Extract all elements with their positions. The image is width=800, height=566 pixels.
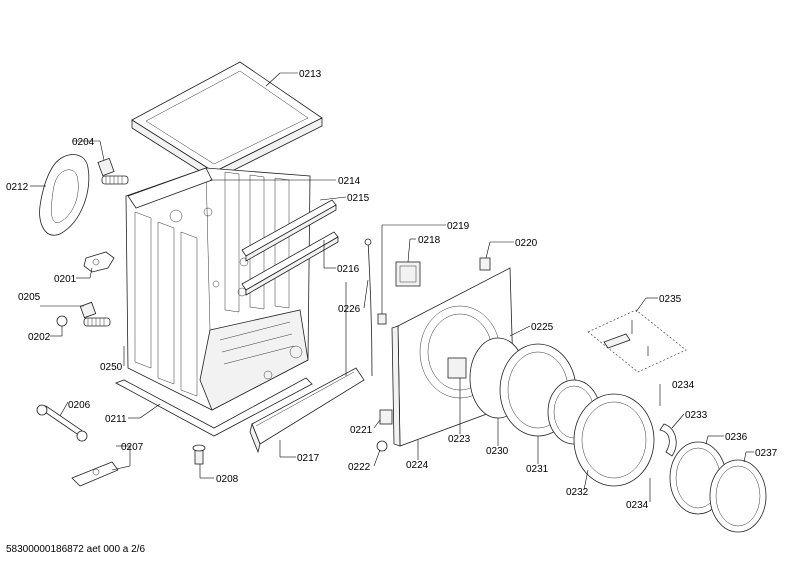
label-0217: 0217 xyxy=(297,453,320,464)
part-0232-door-frame xyxy=(573,393,655,487)
label-0223: 0223 xyxy=(448,434,471,445)
label-0211: 0211 xyxy=(105,414,127,425)
part-0202-cap xyxy=(56,315,68,327)
label-0234-lower: 0234 xyxy=(626,500,649,511)
label-0221: 0221 xyxy=(350,425,373,436)
label-0220: 0220 xyxy=(515,238,538,249)
part-0216-rail xyxy=(241,231,339,296)
label-0219: 0219 xyxy=(447,221,470,232)
part-0201-clip xyxy=(83,251,115,273)
label-0207: 0207 xyxy=(121,442,144,453)
part-0220-clip xyxy=(479,257,491,271)
label-0236: 0236 xyxy=(725,432,748,443)
part-0221-clip xyxy=(379,409,393,425)
part-0219-clip xyxy=(377,313,387,325)
part-0213-top-cover xyxy=(131,61,323,181)
part-0250-cabinet-frame xyxy=(125,167,311,411)
label-0225: 0225 xyxy=(531,322,554,333)
document-footer-code: 58300000186872 aet 000 a 2/6 xyxy=(6,544,146,555)
part-0205-clamp xyxy=(79,301,111,327)
leader-lines xyxy=(30,72,754,502)
label-0232: 0232 xyxy=(566,487,589,498)
label-0230: 0230 xyxy=(486,446,509,457)
label-0206: 0206 xyxy=(68,400,91,411)
part-0226-hose xyxy=(364,238,373,377)
label-0218: 0218 xyxy=(418,235,441,246)
label-0214: 0214 xyxy=(338,176,361,187)
part-0207-bracket xyxy=(71,461,119,487)
label-0237: 0237 xyxy=(755,448,778,459)
part-0233-handle xyxy=(659,423,677,457)
label-0216: 0216 xyxy=(337,264,360,275)
part-0206-wrench xyxy=(36,404,88,442)
label-0204: 0204 xyxy=(72,137,95,148)
part-0211-base-plate xyxy=(115,377,313,437)
label-0235: 0235 xyxy=(659,294,682,305)
label-0215: 0215 xyxy=(347,193,370,204)
part-0208-foot xyxy=(192,444,206,465)
part-0235-hinge-kit xyxy=(587,309,687,373)
part-0215-rail xyxy=(241,199,337,262)
label-0201: 0201 xyxy=(54,274,77,285)
label-0234-upper: 0234 xyxy=(672,380,695,391)
part-0217-kick-plate xyxy=(249,367,365,454)
label-0202: 0202 xyxy=(28,332,51,343)
label-0208: 0208 xyxy=(216,474,239,485)
label-0233: 0233 xyxy=(685,410,708,421)
part-0204-clamp xyxy=(97,157,129,185)
label-0213: 0213 xyxy=(299,69,322,80)
part-labels: 0213 0214 0215 0216 0217 0212 0204 0201 … xyxy=(6,69,778,511)
part-0212-cover xyxy=(39,154,90,236)
label-0224: 0224 xyxy=(406,460,429,471)
part-0222-cap xyxy=(376,440,388,452)
part-0237-glass xyxy=(709,459,767,533)
label-0226: 0226 xyxy=(338,304,361,315)
part-0223-door-lock xyxy=(447,357,467,379)
label-0222: 0222 xyxy=(348,462,371,473)
label-0205: 0205 xyxy=(18,292,41,303)
label-0231: 0231 xyxy=(526,464,549,475)
label-0250: 0250 xyxy=(100,362,123,373)
part-0218-module xyxy=(395,261,421,287)
label-0212: 0212 xyxy=(6,182,29,193)
